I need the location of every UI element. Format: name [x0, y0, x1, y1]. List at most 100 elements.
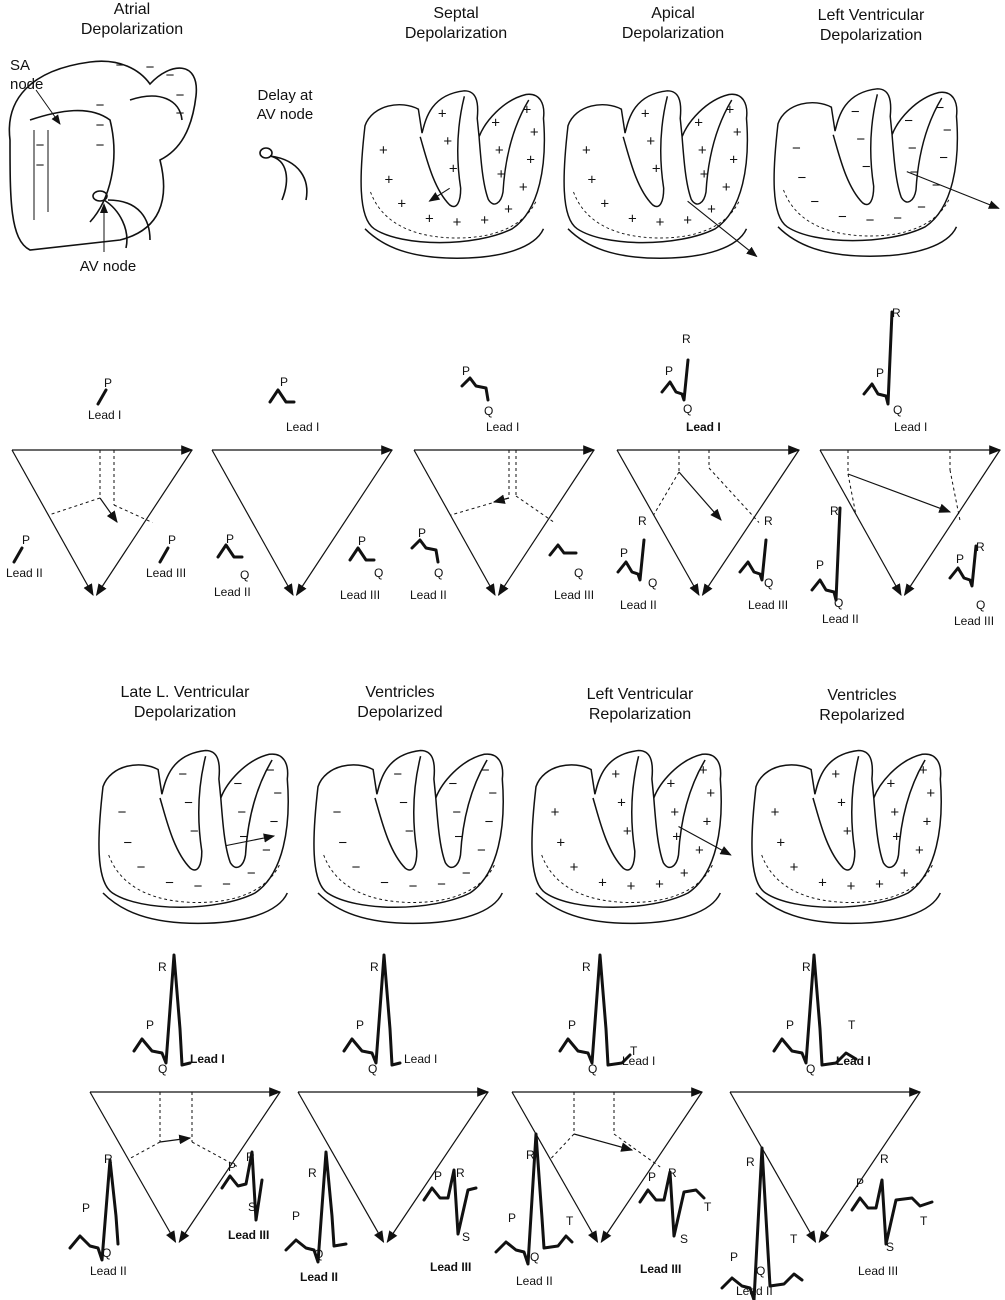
mean-vector-arrow	[99, 497, 118, 523]
wave-label-t: T	[630, 1044, 638, 1058]
minus-sign: −	[904, 113, 913, 130]
wave-label-q: Q	[588, 1062, 598, 1076]
lead-label-ii: Lead II	[516, 1274, 553, 1288]
heart-icon	[313, 749, 504, 925]
lead-ii-axis-arrow	[297, 1091, 385, 1244]
lead-label-i: Lead I	[286, 420, 320, 434]
plus-sign: +	[776, 834, 785, 851]
ecg-trace	[268, 388, 296, 404]
heart-base-line	[755, 892, 941, 925]
wave-label-q: Q	[368, 1062, 378, 1076]
wave-label-t: T	[790, 1232, 798, 1246]
lead-label-iii: Lead III	[430, 1260, 472, 1274]
plus-sign: +	[726, 102, 735, 119]
ecg-trace	[810, 506, 842, 602]
note-line: Delay at	[257, 87, 313, 104]
plus-sign: +	[722, 179, 731, 196]
plus-sign: +	[670, 804, 679, 821]
plus-sign: +	[530, 124, 539, 141]
heart-septum-line	[812, 756, 860, 871]
lead-iii-axis-arrow	[701, 449, 800, 596]
plus-sign: +	[875, 876, 884, 893]
einthoven-triangle	[413, 445, 596, 597]
atria-outline	[8, 60, 198, 251]
title-line: Late L. Ventricular	[120, 684, 250, 701]
plus-sign: +	[652, 161, 661, 178]
plus-sign: +	[818, 874, 827, 891]
lead-label-iii: Lead III	[748, 598, 789, 612]
wave-label-q: Q	[240, 568, 250, 582]
ecg-trace	[342, 953, 402, 1067]
heart-icon	[531, 749, 732, 925]
plus-sign: +	[694, 115, 703, 132]
plus-sign: +	[379, 142, 388, 159]
wave-label-r: R	[308, 1166, 317, 1180]
lead-label-ii: Lead II	[410, 588, 447, 602]
minus-sign: −	[234, 776, 243, 793]
heart-base-line	[567, 228, 748, 259]
lead-iii-axis-arrow	[95, 449, 193, 597]
minus-sign: −	[270, 814, 279, 831]
projection-line	[678, 450, 710, 472]
wave-label-p: P	[648, 1170, 657, 1184]
minus-sign: −	[96, 97, 105, 114]
heart-base-line	[777, 226, 958, 257]
minus-sign: −	[939, 149, 948, 166]
av-node-label: AV node	[79, 258, 137, 275]
plus-sign: +	[551, 804, 560, 821]
plus-sign: +	[915, 842, 924, 859]
minus-sign: −	[452, 804, 461, 821]
wave-label-r: R	[682, 332, 691, 346]
minus-sign: −	[917, 199, 926, 216]
ecg-trace	[494, 1132, 574, 1266]
ecg-trace	[862, 310, 894, 406]
ecg-trace	[720, 1146, 804, 1300]
heart-septum-line	[592, 756, 640, 871]
minus-sign: −	[239, 829, 248, 846]
lead-label-iii: Lead III	[640, 1262, 682, 1276]
wave-label-r: R	[668, 1166, 677, 1180]
wave-label-q: Q	[683, 402, 693, 416]
projection-line	[573, 1092, 615, 1134]
plus-sign: +	[641, 105, 650, 122]
lead-label-i: Lead I	[88, 408, 122, 422]
ecg-trace	[548, 543, 578, 557]
wave-label-p: P	[228, 1160, 237, 1174]
wave-label-r: R	[638, 514, 647, 528]
ecg-trace	[558, 953, 632, 1067]
lead-label-i: Lead I	[486, 420, 520, 434]
projection-line	[47, 497, 153, 523]
plus-sign: +	[600, 196, 609, 213]
wave-label-q: Q	[434, 566, 444, 580]
title-line: Repolarized	[819, 707, 905, 724]
heart-base-line	[364, 228, 545, 259]
his-bundle-line	[269, 155, 308, 201]
atria-wall-line	[33, 130, 49, 220]
title-apical-depolarization: Apical Depolarization	[603, 4, 743, 44]
plus-sign: +	[480, 212, 489, 229]
minus-sign: −	[481, 762, 490, 779]
plus-sign: +	[570, 859, 579, 876]
wave-label-r: R	[104, 1152, 113, 1166]
wave-label-p: P	[508, 1211, 517, 1225]
plus-sign: +	[733, 124, 742, 141]
ecg-trace	[348, 546, 376, 562]
plus-sign: +	[582, 142, 591, 159]
plus-sign: +	[453, 214, 462, 231]
minus-sign: −	[838, 208, 847, 225]
title-late-l-ventricular-depolarization: Late L. Ventricular Depolarization	[95, 683, 275, 723]
plus-sign: +	[700, 166, 709, 183]
wave-label-r: R	[246, 1150, 255, 1164]
minus-sign: −	[485, 814, 494, 831]
plus-sign: +	[623, 823, 632, 840]
ecg-trace	[284, 1150, 348, 1264]
wavefront-line	[323, 854, 496, 903]
ecg-trace	[616, 538, 646, 582]
lead-ii-axis-arrow	[729, 1091, 817, 1244]
heart-wall-line	[681, 99, 733, 205]
lead-label-i: Lead I	[622, 1054, 656, 1068]
wave-label-q: Q	[764, 576, 774, 590]
heart-wall-line	[435, 759, 488, 869]
plus-sign: +	[683, 212, 692, 229]
lead-ii-axis-arrow	[211, 449, 294, 597]
